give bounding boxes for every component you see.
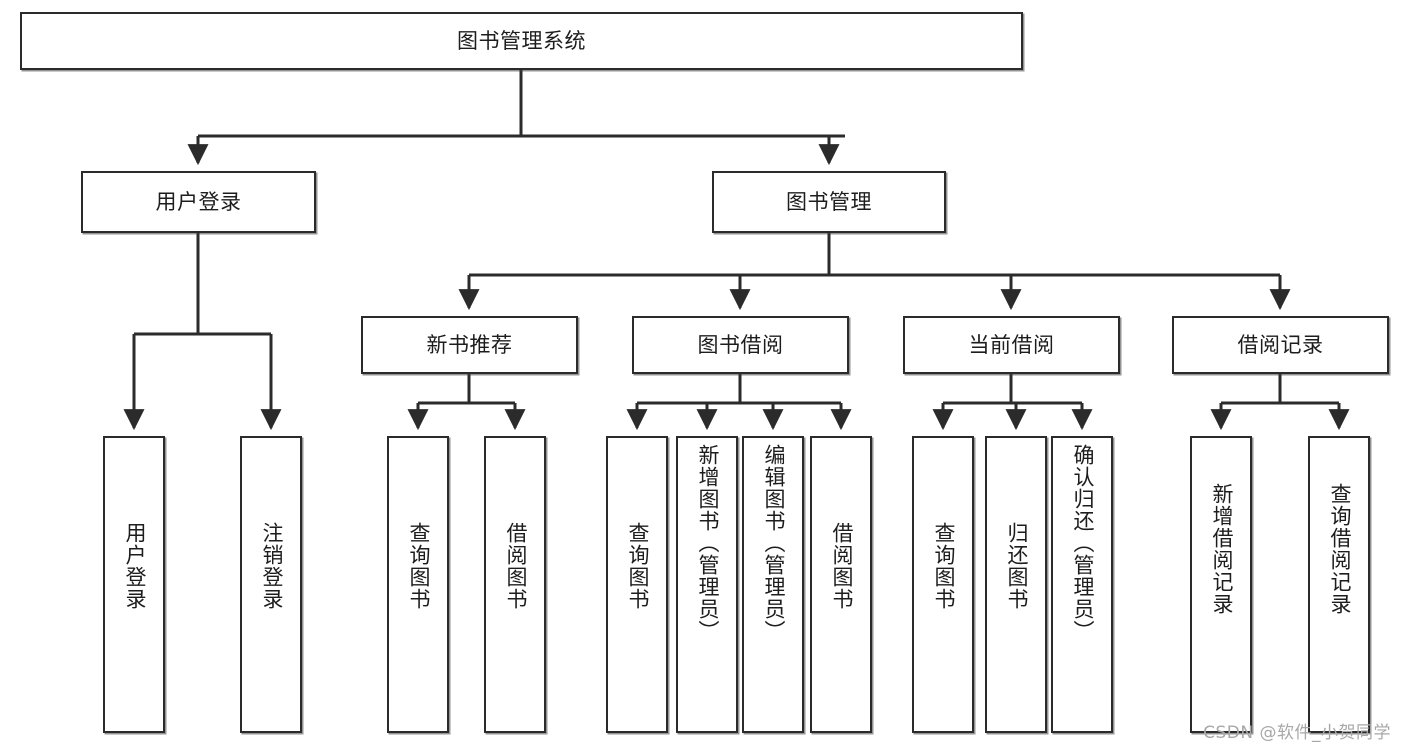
node-label: 图书管理 (786, 189, 872, 214)
node-label: 新书推荐 (426, 332, 513, 357)
node-leaf-borrow-book[interactable]: 借阅图书 (810, 436, 872, 733)
node-label: 查询图书 (931, 522, 956, 610)
node-label: 归还图书 (1004, 522, 1029, 610)
node-leaf-return-book[interactable]: 归还图书 (985, 436, 1047, 733)
node-label: 新增图书（管理员） (695, 444, 720, 642)
node-leaf-query-borrow-record[interactable]: 查询借阅记录 (1308, 436, 1370, 733)
node-leaf-logout[interactable]: 注销登录 (240, 436, 302, 733)
node-leaf-query-book-current[interactable]: 查询图书 (912, 436, 974, 733)
node-new-book-recommend[interactable]: 新书推荐 (361, 316, 578, 374)
node-user-login[interactable]: 用户登录 (81, 171, 316, 233)
node-leaf-edit-book[interactable]: 编辑图书（管理员） (742, 436, 804, 733)
node-label: 借阅图书 (829, 522, 854, 610)
node-book-borrow[interactable]: 图书借阅 (632, 316, 849, 374)
watermark: CSDN @软件_小贺同学 (1203, 723, 1391, 743)
node-root[interactable]: 图书管理系统 (20, 12, 1023, 70)
node-leaf-query-book-borrow[interactable]: 查询图书 (606, 436, 668, 733)
node-leaf-user-login[interactable]: 用户登录 (103, 436, 165, 733)
node-leaf-borrow-book-rec[interactable]: 借阅图书 (484, 436, 546, 733)
node-label: 图书借阅 (697, 332, 784, 357)
node-label: 新增借阅记录 (1209, 483, 1234, 615)
node-label: 查询图书 (406, 522, 431, 610)
node-label: 图书管理系统 (457, 28, 586, 53)
node-label: 借阅记录 (1237, 332, 1324, 357)
node-label: 编辑图书（管理员） (761, 444, 786, 642)
node-label: 用户登录 (155, 189, 242, 214)
node-book-manage[interactable]: 图书管理 (712, 171, 946, 233)
node-current-borrow[interactable]: 当前借阅 (903, 316, 1120, 374)
node-label: 用户登录 (122, 522, 147, 610)
node-label: 查询借阅记录 (1327, 483, 1352, 615)
node-label: 借阅图书 (503, 522, 528, 610)
node-leaf-confirm-return[interactable]: 确认归还（管理员） (1051, 436, 1113, 733)
node-leaf-add-borrow-record[interactable]: 新增借阅记录 (1190, 436, 1252, 733)
node-label: 注销登录 (259, 522, 284, 610)
node-label: 确认归还（管理员） (1070, 444, 1095, 642)
node-leaf-add-book[interactable]: 新增图书（管理员） (676, 436, 738, 733)
node-leaf-query-book-rec[interactable]: 查询图书 (387, 436, 449, 733)
node-borrow-record[interactable]: 借阅记录 (1172, 316, 1389, 374)
node-label: 查询图书 (625, 522, 650, 610)
node-label: 当前借阅 (968, 332, 1055, 357)
